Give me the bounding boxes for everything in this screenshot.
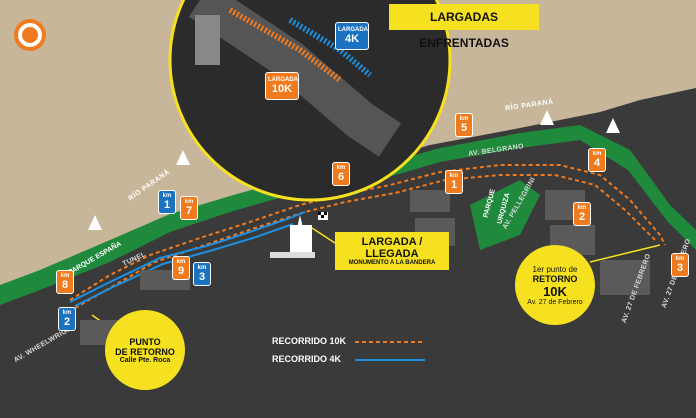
return-4k-callout: PUNTO DE RETORNO Calle Pte. Roca	[105, 310, 185, 390]
route-10k-line	[69, 164, 666, 301]
inset-4k-crowd	[288, 17, 372, 78]
inset-start-10k-label: LARGADA	[268, 77, 298, 83]
return-10k-callout: 1er punto de RETORNO 10K Av. 27 de Febre…	[515, 245, 595, 325]
inset-road	[188, 0, 402, 157]
parque-urquiza-area	[470, 180, 540, 250]
inset-10k-crowd	[228, 7, 342, 83]
route-10k-return	[74, 174, 656, 309]
inset-start-4k-marker: LARGADA 4K	[335, 22, 369, 50]
event-logo	[14, 19, 46, 51]
inset-start-4k-dist: 4K	[344, 33, 360, 45]
monument-icon	[270, 215, 315, 258]
coastal-park-strip	[0, 172, 330, 305]
inset-start-4k-label: LARGADA	[338, 27, 368, 33]
start-finish-title: LARGADA / LLEGADA	[361, 236, 423, 260]
sailboat-icon-4	[540, 110, 554, 125]
checkered-flag-icon	[318, 212, 328, 220]
inset-tower-building	[195, 15, 220, 65]
connector-finish-line	[311, 227, 336, 244]
return-4k-street: Calle Pte. Roca	[119, 356, 171, 364]
coastal-park-strip-east	[380, 125, 696, 250]
sailboat-icon-1	[176, 150, 190, 165]
sailboat-icon-3	[606, 118, 620, 133]
route-4k-line	[69, 211, 306, 303]
return-4k-title-1: PUNTO	[129, 336, 161, 347]
return-4k-title-2: DE RETORNO	[115, 346, 175, 357]
title-banner-text: LARGADAS ENFRENTADAS	[419, 10, 509, 50]
title-banner: LARGADAS ENFRENTADAS	[389, 4, 539, 50]
legend-4k-label: RECORRIDO 4K	[272, 354, 342, 364]
start-finish-callout: LARGADA / LLEGADA MONUMENTO A LA BANDERA	[335, 232, 449, 270]
legend-10k-label: RECORRIDO 10K	[272, 336, 347, 346]
inset-start-10k-dist: 10K	[271, 83, 293, 95]
inset-start-10k-marker: LARGADA 10K	[265, 72, 299, 100]
connector-10k-return-line	[589, 244, 661, 263]
return-10k-dist: 10K	[543, 283, 567, 299]
return-10k-line1: 1er punto de	[532, 264, 578, 274]
return-10k-line2: RETORNO	[532, 273, 578, 284]
start-finish-subtitle: MONUMENTO A LA BANDERA	[348, 260, 436, 266]
sailboat-icon-2	[88, 215, 102, 230]
return-10k-street: Av. 27 de Febrero	[527, 298, 583, 306]
